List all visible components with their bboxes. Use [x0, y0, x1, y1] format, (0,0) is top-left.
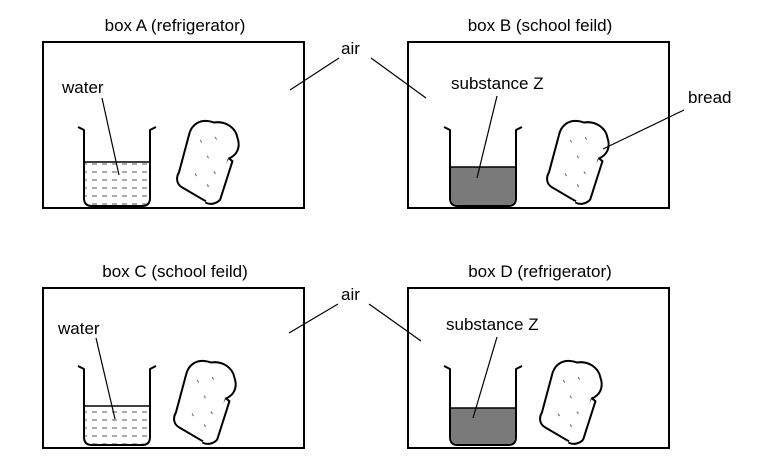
box-a-substance-label: water: [61, 78, 104, 97]
substance-z-d: [451, 408, 515, 444]
beaker-b: [443, 126, 523, 207]
box-b-substance-label: substance Z: [451, 74, 544, 93]
leader-air-bottom-right: [368, 303, 422, 342]
air-label-top: air: [341, 39, 360, 58]
water-a: [85, 162, 149, 205]
box-c-substance-label: water: [57, 319, 100, 338]
box-a-frame: [42, 41, 305, 209]
leader-water-a: [101, 97, 120, 176]
box-a-title: box A (refrigerator): [105, 16, 246, 35]
leader-air-top-left: [289, 57, 340, 91]
water-c: [85, 406, 149, 444]
leader-air-bottom-left: [288, 303, 339, 334]
box-c: box C (school feild) water: [42, 262, 305, 449]
box-d-title: box D (refrigerator): [468, 262, 612, 281]
leader-water-c: [95, 337, 116, 420]
leader-substance-z-d: [472, 336, 498, 419]
beaker-d: [443, 365, 523, 446]
leader-substance-z-b: [476, 95, 498, 179]
leader-bread: [602, 109, 685, 150]
substance-z-b: [451, 167, 515, 205]
box-d: box D (refrigerator) substance Z: [407, 262, 670, 449]
box-d-substance-label: substance Z: [446, 315, 539, 334]
air-label-bottom: air: [341, 285, 360, 304]
beaker-c: [77, 365, 157, 446]
bread-label: bread: [688, 88, 731, 107]
box-a: box A (refrigerator) water: [42, 16, 305, 209]
box-c-title: box C (school feild): [102, 262, 248, 281]
box-b: box B (school feild) substance Z bread: [407, 16, 731, 209]
leader-air-top-right: [370, 57, 427, 99]
box-b-frame: [407, 41, 670, 209]
box-b-title: box B (school feild): [468, 16, 613, 35]
